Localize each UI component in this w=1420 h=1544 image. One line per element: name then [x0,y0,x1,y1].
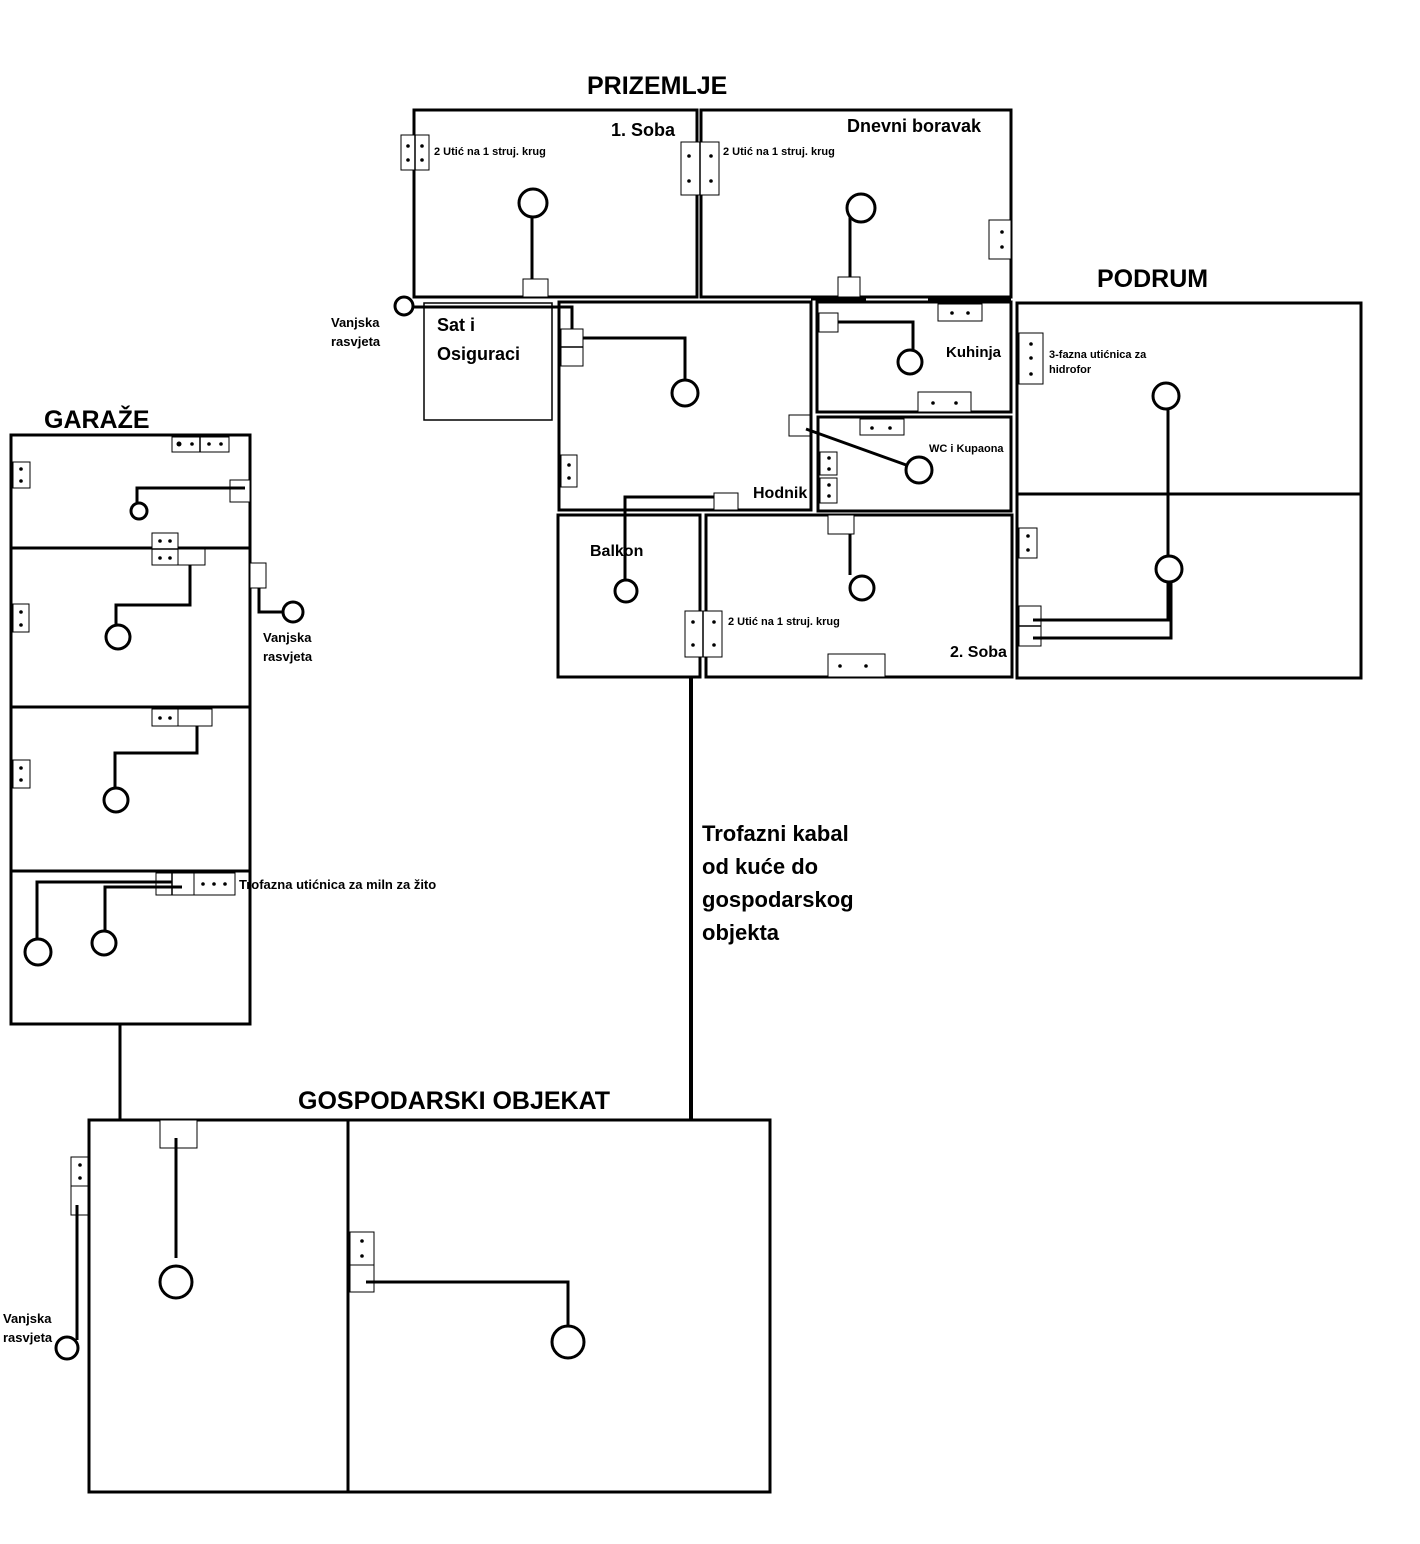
lamp-podrum-2 [1154,554,1184,584]
lamp-garaza-4a [23,937,53,967]
cable-label-line3: gospodarskog [702,887,854,912]
socket-garaza-2-left [12,603,30,633]
switch-vanjska-rasvjeta-2 [249,562,267,589]
basement: 3-fazna utićnica za hidrofor [1015,301,1363,680]
lamp-hodnik [670,378,700,408]
lamp-wc [904,455,934,485]
title-gospodarski-objekat: GOSPODARSKI OBJEKAT [298,1087,610,1115]
gospodarski-outline [87,1118,772,1494]
garaze-outline [9,433,252,1026]
cable-label-line1: Trofazni kabal [702,821,849,846]
farm-building: Vanjska rasvjeta [3,1118,772,1494]
switch-garaza-1 [229,479,251,503]
switch-dnevni-boravak [837,276,861,298]
lamp-garaza-4b [90,929,118,957]
socket-kuhinja-bottom [917,391,972,413]
lamp-vanjska-rasvjeta-3 [54,1335,80,1361]
title-podrum: PODRUM [1097,265,1208,293]
switch-kuhinja [818,312,839,333]
switch-soba-1 [522,278,549,298]
lamp-balkon [613,578,639,604]
lamp-soba-1 [517,187,549,219]
socket-dnevni-right [988,219,1012,260]
socket-soba-2-bottom [827,653,886,678]
lamp-vanjska-rasvjeta-2 [281,600,305,624]
socket-garaza-1-left [12,461,31,489]
lamp-dnevni-boravak [845,192,877,224]
note-vanjska-rasvjeta-1-line2: rasvjeta [331,334,381,349]
podrum-outline [1015,301,1363,680]
lamp-garaza-3 [102,786,130,814]
lamp-soba-2 [848,574,876,602]
note-vanjska-rasvjeta-3-line2: rasvjeta [3,1330,53,1345]
note-mlin: Trofazna utićnica za miln za žito [239,877,436,892]
switch-garaza-4 [155,872,195,896]
lamp-garaza-1 [129,501,149,521]
switch-vanjska-rasvjeta-3 [70,1185,89,1216]
note-utic-soba-1: 2 Utić na 1 struj. krug [434,146,546,158]
cable-label-line4: objekta [702,920,780,945]
room-kuhinja [815,300,1013,414]
label-hodnik: Hodnik [753,485,807,502]
socket-objekt-outside [70,1156,89,1187]
note-hidrofor-line2: hidrofor [1049,364,1092,376]
lamp-garaza-2 [104,623,132,651]
note-vanjska-rasvjeta-2-line1: Vanjska [263,630,312,645]
ground-floor: 1. Soba Dnevni boravak Sat i Osiguraci K… [331,108,1014,679]
socket-wc-2 [819,477,838,504]
room-hodnik [557,300,813,512]
label-wc-kupaona: WC i Kupaona [929,443,1004,455]
socket-hodnik [560,454,578,488]
note-utic-soba-2: 2 Utić na 1 struj. krug [728,616,840,628]
socket-wc-1 [819,451,838,476]
note-vanjska-rasvjeta-2-line2: rasvjeta [263,649,313,664]
title-prizemlje: PRIZEMLJE [587,72,727,100]
lamp-vanjska-rasvjeta-1 [393,295,415,317]
socket-kuhinja-top [937,303,983,322]
garages: Vanjska rasvjeta Trofazna utićnica za mi… [9,433,436,1026]
room-soba-1 [412,108,699,299]
note-utic-dnevni: 2 Utić na 1 struj. krug [723,146,835,158]
note-vanjska-rasvjeta-1-line1: Vanjska [331,315,380,330]
switch-garaza-2 [177,548,206,566]
socket-podrum [1018,527,1038,559]
cable-label-line2: od kuće do [702,854,818,879]
label-kuhinja: Kuhinja [946,344,1002,361]
socket-objekt-2 [349,1231,375,1266]
switch-soba-2 [827,514,855,535]
label-sat-line1: Sat i [437,315,475,335]
room-sat-i-osiguraci [423,302,553,421]
switch-wc [788,414,811,437]
lamp-objekt-1 [158,1264,194,1300]
note-vanjska-rasvjeta-3-line1: Vanjska [3,1311,52,1326]
switch-objekt-1 [159,1119,198,1149]
note-hidrofor-line1: 3-fazna utićnica za [1049,349,1147,361]
socket-wc-top [859,418,905,436]
label-dnevni-boravak: Dnevni boravak [847,116,982,136]
lamp-kuhinja [896,348,924,376]
socket-garaza-3-top [151,708,179,727]
room-balkon [556,513,702,679]
label-soba-1: 1. Soba [611,120,676,140]
lamp-objekt-2 [550,1324,586,1360]
label-sat-line2: Osiguraci [437,344,520,364]
lamp-podrum-1 [1151,381,1181,411]
room-wc-kupaona [816,415,1013,513]
socket-garaza-3-left [12,759,31,789]
label-balkon: Balkon [590,543,643,560]
switch-balkon [713,492,739,511]
label-soba-2: 2. Soba [950,644,1007,661]
switch-objekt-2 [349,1264,375,1293]
switch-garaza-3 [177,708,213,727]
title-garaze: GARAŽE [44,404,150,434]
